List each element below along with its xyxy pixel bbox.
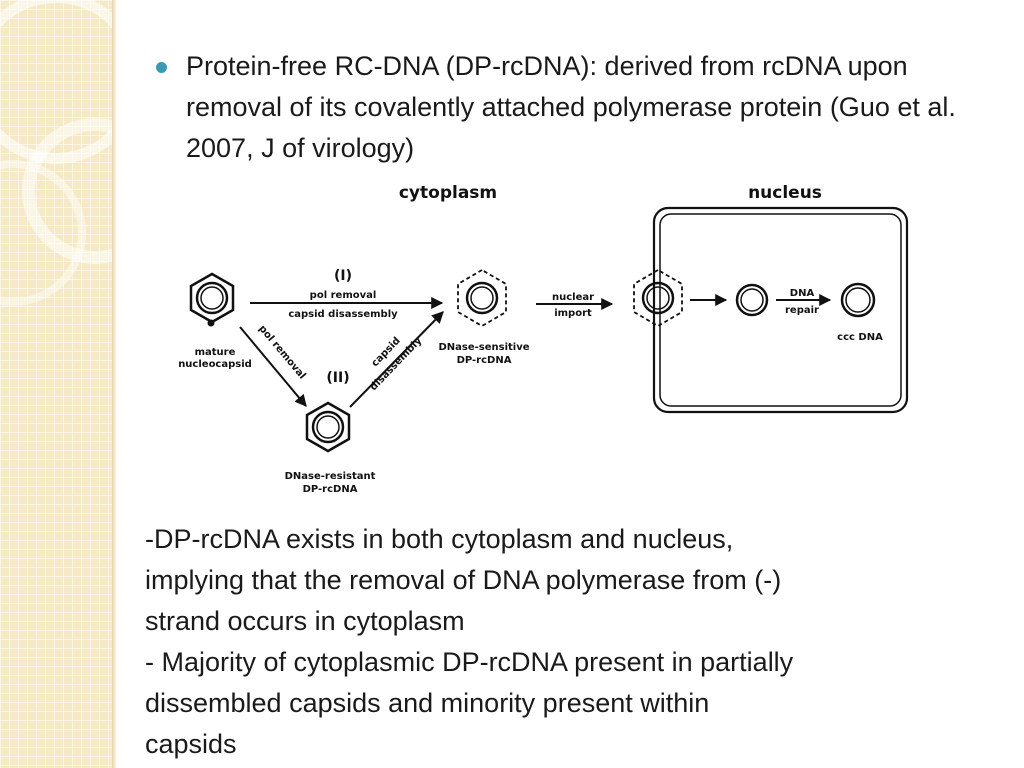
note-line: -DP-rcDNA exists in both cytoplasm and n…	[145, 524, 734, 554]
nuclear-label: nuclear	[552, 292, 594, 303]
note-line: capsids	[145, 729, 237, 759]
path-1-label: (I)	[334, 268, 352, 284]
note-line: dissembled capsids and minority present …	[145, 688, 710, 718]
note-line: strand occurs in cytoplasm	[145, 606, 465, 636]
decorative-sidebar	[0, 0, 112, 768]
sensitive-label: DNase-sensitive	[438, 342, 529, 353]
note-line: implying that the removal of DNA polymer…	[145, 565, 782, 595]
path-1-bottom-label: capsid disassembly	[288, 309, 398, 320]
note-line: - Majority of cytoplasmic DP-rcDNA prese…	[145, 647, 794, 677]
sensitive-label-2: DP-rcDNA	[457, 355, 512, 366]
dnase-resistant-dp-rcdna	[305, 401, 351, 453]
dp-rcdna-pathway-diagram: cytoplasm nucleus mature nucleocapsid (I…	[178, 183, 909, 495]
importing-dp-rcdna	[633, 268, 683, 328]
capsid-disassembly-arrow	[349, 311, 444, 408]
resistant-label-2: DP-rcDNA	[303, 484, 358, 495]
nuclear-dp-rcdna	[735, 283, 769, 317]
cytoplasm-label: cytoplasm	[399, 183, 497, 203]
sidebar-divider	[112, 0, 116, 768]
repair-label: repair	[785, 305, 819, 316]
nucleus-outer-boundary	[652, 206, 909, 414]
dnase-sensitive-dp-rcdna	[457, 268, 507, 328]
nucleus-inner-boundary	[659, 213, 902, 407]
nucleus-label: nucleus	[748, 183, 822, 203]
bullet-icon	[156, 62, 167, 73]
bullet-text: Protein-free RC-DNA (DP-rcDNA): derived …	[186, 51, 956, 163]
notes-block: -DP-rcDNA exists in both cytoplasm and n…	[145, 519, 1005, 765]
dna-label: DNA	[790, 288, 815, 299]
path-1-top-label: pol removal	[310, 290, 377, 301]
resistant-label: DNase-resistant	[285, 471, 376, 482]
ccc-dna	[840, 282, 876, 318]
path-2-label: (II)	[326, 370, 349, 386]
nucleocapsid-label: nucleocapsid	[178, 359, 252, 370]
import-label: import	[554, 308, 592, 319]
mature-nucleocapsid	[189, 272, 235, 327]
path-2-pol-removal-label: pol removal	[256, 323, 307, 381]
mature-label: mature	[195, 347, 236, 358]
path-2-pol-removal-arrow	[239, 326, 307, 407]
ccc-dna-label: ccc DNA	[837, 332, 883, 343]
